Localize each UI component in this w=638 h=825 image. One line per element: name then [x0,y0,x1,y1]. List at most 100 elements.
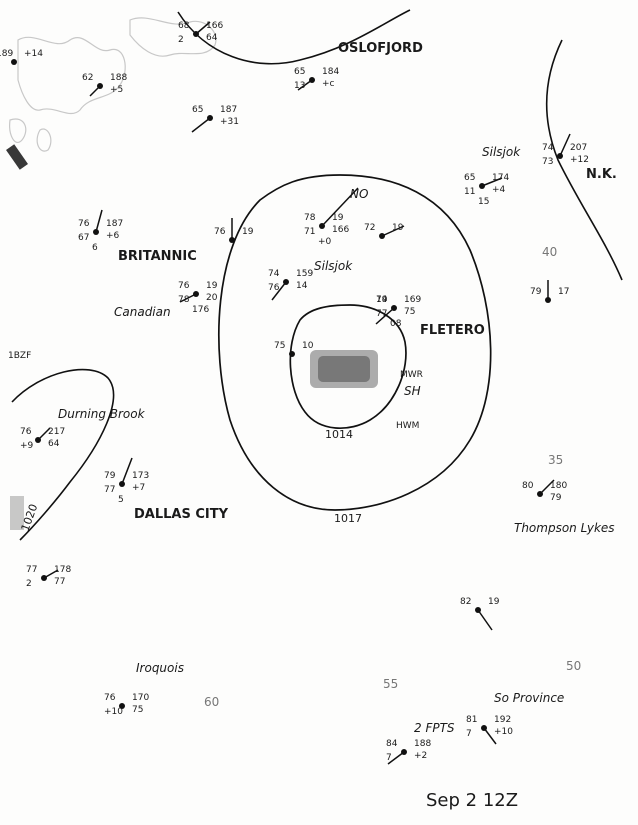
station-value: 15 [478,197,489,207]
station-name: Silsjok [314,259,353,273]
station-value: 166 [206,21,223,31]
isobar-west-cell [11,368,115,541]
isobars [217,174,492,511]
station-value: +12 [570,155,589,165]
station-value: 2 [178,35,184,45]
station-value: 6 [92,243,98,253]
station-value: 17 [558,287,569,297]
wind-barb [43,569,59,579]
station-name: FLETERO [420,323,485,338]
station-value: 64 [48,439,60,449]
station-value: 187 [220,105,237,115]
wind-barb [121,457,133,485]
station-value: +9 [20,441,34,451]
station-name: BRITANNIC [118,249,197,264]
station-value: 68 [178,21,190,31]
station-name: Iroquois [136,661,184,675]
station-nw-corner: 189+14 [0,49,43,65]
station-value: 72 [364,223,375,233]
station-value: 77 [104,485,115,495]
pencil-label-35: 35 [548,453,563,467]
station-value: +7 [132,483,145,493]
station-value: 08 [390,319,402,329]
wind-barb [37,427,51,441]
station-value: 79 [104,471,116,481]
station-value: +10 [104,707,123,717]
station-value: 65 [464,173,475,183]
station-value: 76 [214,227,226,237]
station-value: 75 [274,341,285,351]
station-value: 78 [178,295,190,305]
station-name: 2 FPTS [414,721,455,735]
station-value: 217 [48,427,65,437]
station-value: 180 [550,481,567,491]
station-marker [119,703,125,709]
station-value: 10 [302,341,314,351]
station-value: 79 [550,493,562,503]
wind-barb [297,79,313,91]
station-value: 7 [386,753,392,763]
station-value: 73 [542,157,553,167]
wind-barb [375,307,395,325]
pencil-label-40: 40 [542,245,557,259]
station-value: 173 [132,471,149,481]
station-value: 188 [414,739,431,749]
station-name: Canadian [114,305,171,319]
wind-barb [539,479,555,495]
fronts [11,9,623,541]
isobar-1014 [289,304,407,430]
station-name: N.K. [586,167,617,182]
station-value: 178 [54,565,71,575]
station-value: 82 [460,597,471,607]
wind-barb [483,727,497,745]
station-value: 81 [466,715,477,725]
note-sh: SH [404,384,421,398]
station-value: 77 [54,577,65,587]
station-value: 187 [106,219,123,229]
station-name: NO [350,187,368,201]
station-value: 19 [332,213,344,223]
station-name: Durning Brook [58,407,146,421]
station-value: 84 [386,739,398,749]
station-name: So Province [494,691,564,705]
station-value: 77 [376,309,387,319]
wind-barb [381,225,405,237]
pencil-label-60: 60 [204,695,219,709]
station-value: 80 [522,481,534,491]
station-value: 7 [466,729,472,739]
isobar-label-1014: 1014 [325,428,353,441]
station-value: 176 [192,305,209,315]
station-value: 11 [464,187,475,197]
station-marker [11,59,17,65]
station-value: 2 [26,579,32,589]
station-value: 75 [404,307,415,317]
station-value: 75 [132,705,143,715]
station-value: +c [322,79,335,89]
wind-barb [95,209,103,233]
isobar-label-1017: 1017 [334,512,362,525]
station-value: 159 [296,269,313,279]
station-value: 19 [206,281,218,291]
station-value: +10 [494,727,513,737]
station-value: 65 [294,67,305,77]
station-value: +0 [318,237,332,247]
edge-note-1bzf: 1BZF [8,351,31,361]
station-name: Silsjok [482,145,521,159]
wind-barb [481,177,503,187]
station-name: DALLAS CITY [134,507,229,522]
